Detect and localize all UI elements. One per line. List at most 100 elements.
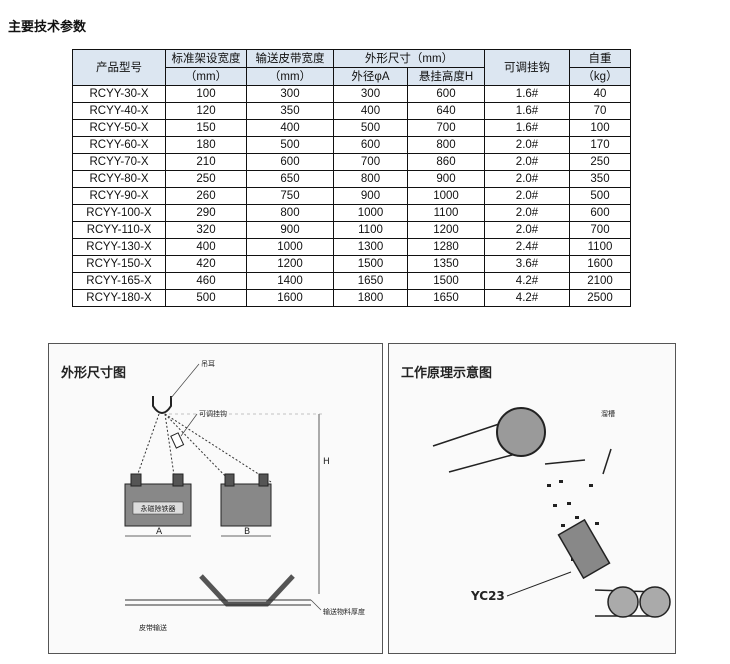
bottom-pulley-right: [639, 586, 671, 618]
model-cell: RCYY-130-X: [72, 238, 166, 256]
belt-upper-bottom: [448, 451, 524, 473]
table-cell: 1.6#: [484, 102, 570, 120]
model-cell: RCYY-60-X: [72, 136, 166, 154]
device-label: 永磁除铁器: [141, 504, 176, 513]
belt-label: 皮带输送: [139, 623, 167, 632]
table-cell: 100: [165, 85, 247, 103]
model-cell: RCYY-40-X: [72, 102, 166, 120]
section-title: 主要技术参数: [8, 20, 87, 35]
table-cell: 2100: [569, 272, 631, 290]
table-cell: 900: [246, 221, 334, 239]
header-belt-width: 输送皮带宽度: [246, 49, 334, 68]
device-nameplate: [132, 501, 184, 515]
table-cell: 250: [569, 153, 631, 171]
right-chain-a: [164, 413, 232, 483]
table-cell: 1650: [333, 272, 408, 290]
table-cell: 1350: [407, 255, 485, 273]
header-frame-width: 标准架设宽度: [165, 49, 247, 68]
model-cell: RCYY-80-X: [72, 170, 166, 188]
device-front-lug-left: [130, 473, 142, 487]
table-cell: 3.6#: [484, 255, 570, 273]
header-model: 产品型号: [72, 49, 166, 86]
table-cell: 100: [569, 119, 631, 137]
device-side-lug-left: [224, 473, 235, 487]
table-cell: 750: [246, 187, 334, 205]
working-principle-drawing: 溜槽 YC23: [432, 407, 671, 618]
chute-right-line: [602, 448, 612, 475]
dim-b-label: B: [244, 527, 250, 537]
table-cell: 1500: [333, 255, 408, 273]
table-cell: 1500: [407, 272, 485, 290]
table-cell: 1100: [407, 204, 485, 222]
table-cell: 1300: [333, 238, 408, 256]
yc-label: YC23: [470, 589, 505, 603]
table-cell: 4.2#: [484, 272, 570, 290]
working-principle-panel: 工作原理示意图 溜槽: [388, 343, 676, 654]
header-dimensions: 外形尺寸（mm）: [333, 49, 485, 68]
table-cell: 2.0#: [484, 221, 570, 239]
table-cell: 1800: [333, 289, 408, 307]
table-cell: 700: [333, 153, 408, 171]
left-chain-b: [164, 413, 176, 483]
table-cell: 600: [407, 85, 485, 103]
device-side-body: [220, 483, 272, 527]
device-side-lug-right: [258, 473, 269, 487]
table-cell: 600: [569, 204, 631, 222]
header-weight-unit: （kg）: [569, 67, 631, 86]
material-leader-line: [310, 599, 322, 611]
table-cell: 1100: [333, 221, 408, 239]
header-frame-width-unit: （mm）: [165, 67, 247, 86]
table-cell: 2.0#: [484, 136, 570, 154]
table-cell: 500: [569, 187, 631, 205]
left-chain-a: [134, 413, 160, 483]
hanger-label: 吊耳: [201, 360, 215, 368]
table-cell: 260: [165, 187, 247, 205]
table-cell: 640: [407, 102, 485, 120]
table-cell: 400: [165, 238, 247, 256]
working-principle-title: 工作原理示意图: [401, 366, 493, 381]
adjustable-hook-label: 可调挂钩: [199, 409, 227, 418]
table-cell: 600: [246, 153, 334, 171]
chute-top-line: [544, 459, 586, 465]
model-cell: RCYY-30-X: [72, 85, 166, 103]
table-cell: 900: [407, 170, 485, 188]
table-cell: 1.6#: [484, 119, 570, 137]
hook-leader-line: [180, 413, 198, 437]
table-cell: 1280: [407, 238, 485, 256]
table-cell: 1600: [246, 289, 334, 307]
model-cell: RCYY-100-X: [72, 204, 166, 222]
model-cell: RCYY-180-X: [72, 289, 166, 307]
table-cell: 1200: [246, 255, 334, 273]
table-cell: 320: [165, 221, 247, 239]
table-cell: 500: [333, 119, 408, 137]
header-outer-diameter: 外径φA: [333, 67, 408, 86]
table-cell: 700: [569, 221, 631, 239]
table-cell: 120: [165, 102, 247, 120]
table-cell: 400: [246, 119, 334, 137]
model-cell: RCYY-165-X: [72, 272, 166, 290]
model-cell: RCYY-70-X: [72, 153, 166, 171]
table-cell: 210: [165, 153, 247, 171]
table-cell: 1200: [407, 221, 485, 239]
table-cell: 170: [569, 136, 631, 154]
table-cell: 300: [333, 85, 408, 103]
outline-dimension-panel: 外形尺寸图 吊耳 可调挂钩 永磁除铁器: [48, 343, 383, 654]
table-cell: 350: [246, 102, 334, 120]
spec-table: 产品型号 标准架设宽度 输送皮带宽度 外形尺寸（mm） 可调挂钩 自重 （mm）…: [72, 49, 631, 307]
header-weight: 自重: [569, 49, 631, 68]
table-cell: 350: [569, 170, 631, 188]
table-cell: 180: [165, 136, 247, 154]
table-cell: 800: [246, 204, 334, 222]
table-cell: 2500: [569, 289, 631, 307]
header-belt-width-unit: （mm）: [246, 67, 334, 86]
table-cell: 1.6#: [484, 85, 570, 103]
model-cell: RCYY-50-X: [72, 119, 166, 137]
table-cell: 2.0#: [484, 153, 570, 171]
table-cell: 300: [246, 85, 334, 103]
table-cell: 40: [569, 85, 631, 103]
